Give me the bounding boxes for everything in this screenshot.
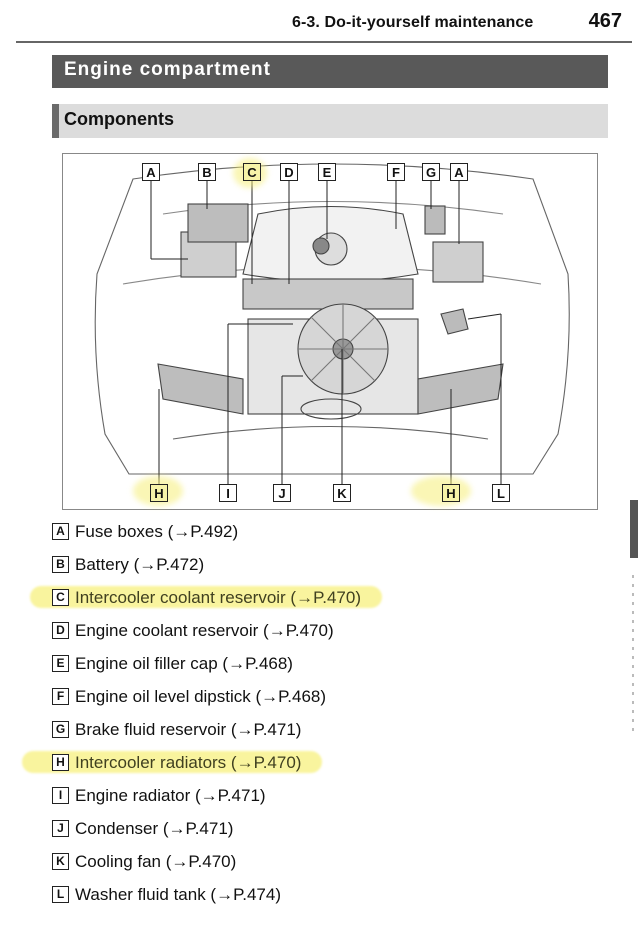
- legend-item-f: F Engine oil level dipstick (→P.468): [52, 686, 612, 719]
- highlight-mark-h-right: [411, 476, 471, 506]
- highlighter-mark: [30, 586, 382, 608]
- legend-item-l: L Washer fluid tank (→P.474): [52, 884, 612, 917]
- subsection-heading-text: Components: [64, 109, 174, 129]
- section-heading-text: Engine compartment: [64, 59, 271, 80]
- legend-key: F: [52, 688, 69, 705]
- callout-e: E: [318, 163, 336, 181]
- engine-compartment-diagram: A B C D E F G A H I J K H L: [62, 153, 598, 510]
- legend-key: G: [52, 721, 69, 738]
- subsection-heading: Components: [52, 104, 608, 138]
- legend-key: E: [52, 655, 69, 672]
- legend-item-c: C Intercooler coolant reservoir (→P.470): [30, 586, 612, 620]
- page-number: 467: [588, 10, 622, 32]
- legend-label: Engine coolant reservoir (→P.470): [75, 621, 334, 640]
- legend-item-h: H Intercooler radiators (→P.470): [22, 751, 612, 785]
- legend-item-d: D Engine coolant reservoir (→P.470): [52, 620, 612, 653]
- highlighter-mark: [22, 751, 322, 773]
- legend-label: Fuse boxes (→P.492): [75, 522, 239, 541]
- component-legend: A Fuse boxes (→P.492) B Battery (→P.472)…: [22, 521, 612, 917]
- callout-j: J: [273, 484, 291, 502]
- header-divider: [16, 41, 632, 43]
- chapter-tab-marker: [630, 500, 638, 558]
- legend-label: Condenser (→P.471): [75, 819, 234, 838]
- callout-b: B: [198, 163, 216, 181]
- legend-key: J: [52, 820, 69, 837]
- legend-label: Brake fluid reservoir (→P.471): [75, 720, 302, 739]
- legend-label: Engine oil level dipstick (→P.468): [75, 687, 327, 706]
- callout-a-left: A: [142, 163, 160, 181]
- legend-key: C: [52, 589, 69, 606]
- callout-i: I: [219, 484, 237, 502]
- page-header-title: 6-3. Do-it-yourself maintenance: [292, 14, 534, 31]
- callout-d: D: [280, 163, 298, 181]
- legend-item-a: A Fuse boxes (→P.492): [52, 521, 612, 554]
- callout-l: L: [492, 484, 510, 502]
- callout-g: G: [422, 163, 440, 181]
- legend-item-b: B Battery (→P.472): [52, 554, 612, 587]
- callout-a-right: A: [450, 163, 468, 181]
- callout-k: K: [333, 484, 351, 502]
- legend-label: Cooling fan (→P.470): [75, 852, 237, 871]
- legend-key: D: [52, 622, 69, 639]
- legend-key: A: [52, 523, 69, 540]
- legend-item-k: K Cooling fan (→P.470): [52, 851, 612, 884]
- legend-label: Washer fluid tank (→P.474): [75, 885, 281, 904]
- callout-c: C: [243, 163, 261, 181]
- legend-label: Battery (→P.472): [75, 555, 205, 574]
- legend-item-e: E Engine oil filler cap (→P.468): [52, 653, 612, 686]
- legend-key: L: [52, 886, 69, 903]
- legend-key: K: [52, 853, 69, 870]
- legend-item-j: J Condenser (→P.471): [52, 818, 612, 851]
- page-edge-marks: [632, 575, 634, 735]
- legend-label: Engine oil filler cap (→P.468): [75, 654, 293, 673]
- legend-label: Engine radiator (→P.471): [75, 786, 266, 805]
- legend-item-g: G Brake fluid reservoir (→P.471): [52, 719, 612, 752]
- callout-f: F: [387, 163, 405, 181]
- legend-label: Intercooler coolant reservoir (→P.470): [75, 588, 361, 607]
- section-heading: Engine compartment: [52, 55, 608, 88]
- engine-illustration: [94, 163, 570, 484]
- legend-key: B: [52, 556, 69, 573]
- legend-label: Intercooler radiators (→P.470): [75, 753, 302, 772]
- callout-h-left: H: [150, 484, 168, 502]
- legend-item-i: I Engine radiator (→P.471): [52, 785, 612, 818]
- legend-key: H: [52, 754, 69, 771]
- callout-h-right: H: [442, 484, 460, 502]
- legend-key: I: [52, 787, 69, 804]
